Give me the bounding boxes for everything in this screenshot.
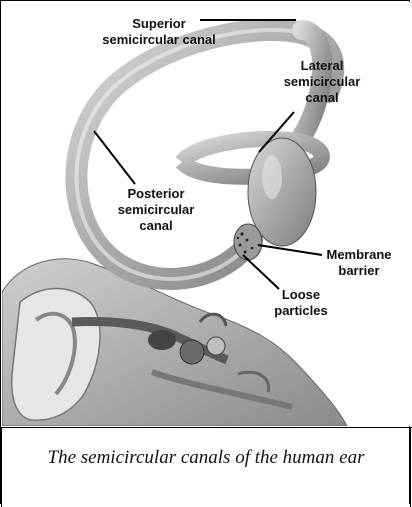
label-membrane-barrier: Membrane barrier (317, 247, 401, 279)
figure-caption: The semicircular canals of the human ear (22, 446, 390, 470)
label-superior-canal: Superior semicircular canal (90, 16, 228, 48)
label-posterior-canal: Posterior semicircular canal (101, 186, 211, 234)
ampulla-shape (234, 224, 262, 260)
label-lateral-canal: Lateral semicircular canal (268, 58, 376, 106)
inner-ear-illustration: Superior semicircular canal Lateral semi… (2, 2, 410, 426)
caption-box: The semicircular canals of the human ear (1, 428, 411, 507)
label-loose-particles: Loose particles (256, 287, 346, 319)
